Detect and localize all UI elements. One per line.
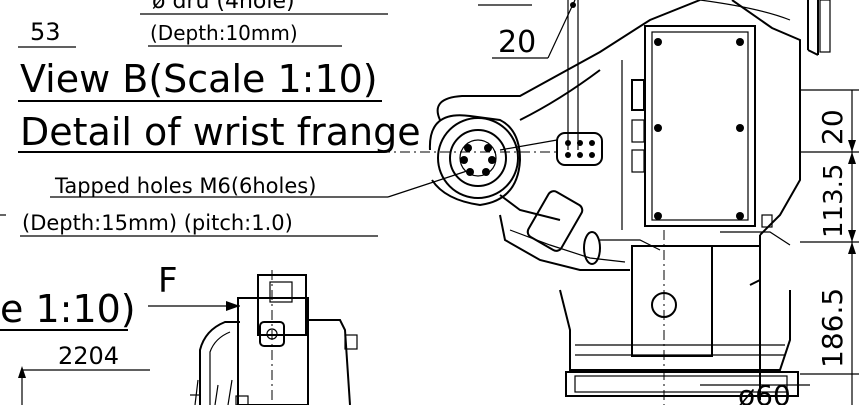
cluster-hole-1 — [565, 140, 571, 146]
upper-arm-top-contour — [436, 0, 701, 121]
upper-arm-right-contour — [731, 0, 801, 236]
view-b-title: View B(Scale 1:10) — [20, 57, 378, 101]
flange-hole-3 — [460, 156, 468, 164]
cover-panel-inner — [651, 31, 749, 221]
dim-20-leader — [547, 0, 576, 59]
robot-side-view: 20 — [428, 0, 831, 405]
detail-title: Detail of wrist frange — [20, 110, 421, 154]
view-f-upper-block — [257, 274, 307, 336]
connector-3 — [631, 149, 645, 173]
depth-15-label: (Depth:15mm) (pitch:1.0) — [22, 211, 293, 235]
base-plate — [565, 371, 799, 397]
wrist-housing — [428, 114, 522, 207]
view-f-left-contour — [199, 321, 240, 405]
right-support-clip — [761, 214, 773, 228]
dim-arrow-1 — [848, 140, 856, 152]
flange-hole-1 — [464, 144, 472, 152]
dim-arrow-3 — [848, 152, 856, 164]
dim-20-right: 20 — [816, 109, 849, 145]
motor-cylinder — [526, 190, 584, 252]
right-dimensions: 20 113.5 186.5 — [800, 89, 859, 405]
right-edge-bracket — [807, 0, 819, 56]
panel-screw-2 — [736, 38, 744, 46]
panel-screw-6 — [736, 212, 744, 220]
dim-20-top: 20 — [498, 25, 536, 60]
cluster-hole-4 — [565, 152, 571, 158]
right-edge-plate — [819, 0, 831, 53]
dim-arrow-2 — [848, 230, 856, 242]
tapped-holes-label: Tapped holes M6(6holes) — [54, 174, 316, 198]
motor-cap — [583, 231, 601, 265]
scale-partial-title: e 1:10) — [0, 287, 136, 331]
base-plate-inner — [574, 375, 788, 393]
view-f-bottom-nub — [235, 395, 249, 405]
lower-arm-contour — [499, 69, 601, 221]
flange-hole-4 — [488, 156, 496, 164]
base-column — [631, 245, 713, 357]
top-partial-label: ø drü (4hole) — [152, 0, 295, 14]
connector-1 — [631, 79, 645, 111]
cluster-hole-5 — [577, 152, 583, 158]
base-top-ledge — [720, 231, 791, 246]
wrist-flange-pcd — [459, 139, 497, 177]
view-f-detail — [190, 270, 358, 405]
flange-hole-2 — [484, 144, 492, 152]
view-f-left-inner — [209, 331, 231, 405]
panel-screw-5 — [654, 212, 662, 220]
view-f-arrowhead — [226, 301, 240, 311]
lower-arm-bottom — [499, 214, 630, 271]
view-f-window — [269, 281, 293, 303]
cluster-hole-3 — [589, 140, 595, 146]
flange-hole-5 — [466, 168, 474, 176]
dim-186-5: 186.5 — [816, 288, 849, 368]
cluster-hole-2 — [577, 140, 583, 146]
panel-screw-4 — [736, 124, 744, 132]
flange-hole-6 — [482, 168, 490, 176]
dim-53: 53 — [30, 18, 61, 46]
left-annotations: ø drü (4hole) 53 (Depth:10mm) View B(Sca… — [0, 0, 560, 405]
base-pedestal — [559, 289, 791, 371]
connector-2 — [631, 119, 645, 143]
cluster-leader — [499, 139, 558, 151]
view-f-small-block — [344, 334, 358, 350]
lower-arm-inner — [509, 229, 626, 263]
dim-113-5: 113.5 — [819, 164, 849, 238]
dim-arrow-4 — [848, 242, 856, 254]
view-f-main-body — [237, 297, 309, 405]
dim-2204-arrowhead — [18, 366, 26, 378]
dim-2204: 2204 — [58, 342, 119, 370]
hole-cluster-plate — [556, 132, 603, 166]
view-f-right-contour — [308, 319, 351, 405]
cover-panel — [644, 25, 756, 227]
depth-10-label: (Depth:10mm) — [150, 21, 298, 45]
ref-point — [570, 2, 576, 8]
panel-screw-1 — [654, 38, 662, 46]
dim-phi60: ø60 — [738, 379, 791, 405]
view-f-hatching — [194, 379, 233, 405]
wrist-flange-inner — [449, 129, 507, 187]
base-right-shoulder — [712, 245, 761, 286]
view-f-label: F — [158, 261, 178, 301]
upper-arm-top-inner — [699, 0, 791, 21]
panel-screw-3 — [654, 124, 662, 132]
cluster-hole-6 — [589, 152, 595, 158]
